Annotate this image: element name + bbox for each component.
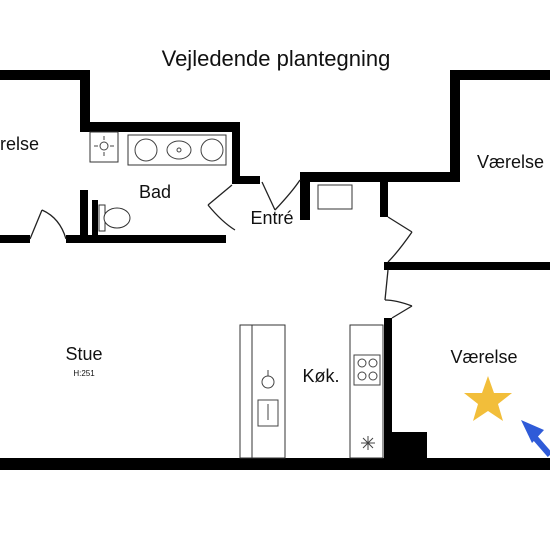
bathroom-fixtures	[89, 131, 227, 232]
washing-machine-icon	[134, 138, 158, 162]
arrow-icon	[521, 420, 550, 457]
room-label-vaerelse-top-right: Værelse	[477, 152, 544, 172]
faucet-icon	[261, 370, 275, 389]
plan-title: Vejledende plantegning	[162, 46, 391, 71]
kitchen-sink-icon	[257, 399, 279, 427]
room-label-bad: Bad	[139, 182, 171, 202]
room-label-vaerelse-bottom-right: Værelse	[450, 347, 517, 367]
room-label-koekken: Køk.	[302, 366, 339, 386]
room-labels: relse Bad Entré Værelse Stue H:251 Køk. …	[0, 134, 544, 386]
walls	[0, 70, 550, 470]
room-label-vaerelse-left: relse	[0, 134, 39, 154]
room-label-stue-height: H:251	[73, 369, 95, 378]
room-label-stue: Stue	[65, 344, 102, 364]
stove-icon	[353, 354, 381, 386]
room-label-entre: Entré	[250, 208, 293, 228]
sink-icon	[166, 140, 192, 160]
toilet-icon	[98, 204, 131, 232]
snowflake-icon	[361, 436, 375, 450]
door-swings	[29, 179, 413, 319]
kitchen-fixtures	[239, 324, 384, 459]
dryer-icon	[200, 138, 224, 162]
shower-icon	[94, 136, 114, 156]
star-icon	[464, 376, 512, 421]
